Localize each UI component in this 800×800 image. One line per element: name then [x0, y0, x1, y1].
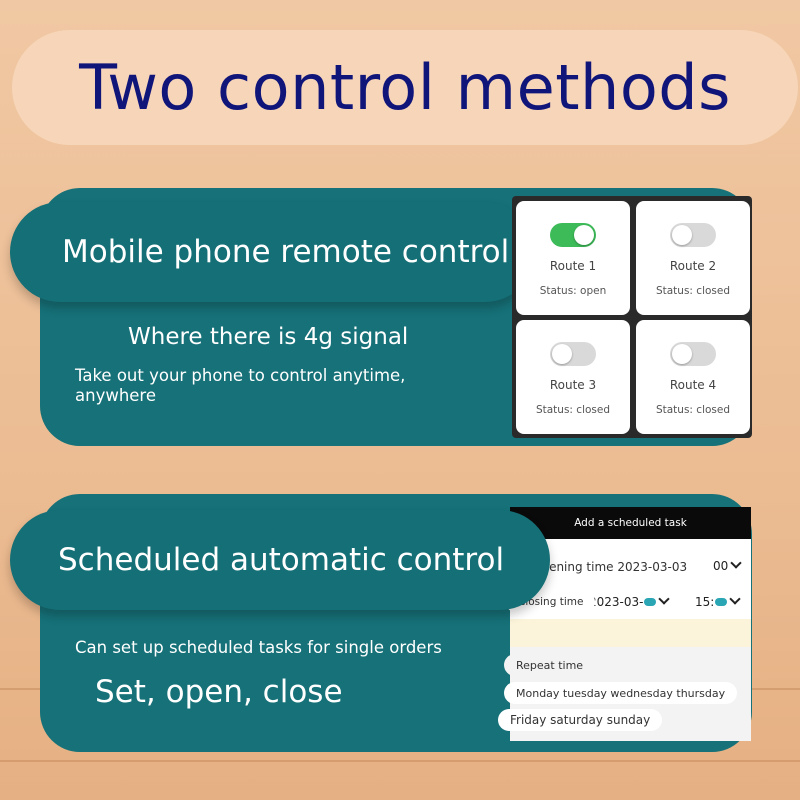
opening-time-text: Opening time 2023-03-03 — [532, 560, 688, 574]
chevron-down-icon — [658, 593, 671, 605]
weekdays-text: Monday tuesday wednesday thursday — [516, 686, 726, 700]
weekend-option[interactable]: Friday saturday sunday — [498, 709, 663, 731]
closing-date-select[interactable]: 2023-03- — [589, 593, 671, 609]
opening-time-label: Opening time 2023-03-03 — [520, 556, 700, 578]
opening-hour-value: 00 — [713, 559, 729, 573]
toggle-knob — [672, 344, 692, 364]
route-status: Status: closed — [655, 285, 731, 297]
route-2-toggle[interactable] — [670, 223, 716, 247]
route-3-toggle[interactable] — [550, 342, 596, 366]
route-label: Route 4 — [669, 378, 717, 392]
scheduled-control-heading-text: Scheduled automatic control — [58, 542, 505, 578]
toggle-knob — [574, 225, 594, 245]
closing-date-value: 2023-03- — [589, 595, 644, 609]
route-grid: Route 1 Status: open Route 2 Status: clo… — [512, 196, 752, 438]
title-banner: Two control methods — [12, 30, 798, 145]
route-status: Status: closed — [535, 404, 611, 416]
signal-subheading: Where there is 4g signal — [128, 324, 409, 350]
route-label: Route 1 — [549, 259, 597, 273]
schedule-header: Add a scheduled task — [510, 507, 751, 539]
opening-hour-select[interactable]: 00 — [713, 557, 742, 573]
chevron-down-icon — [729, 593, 741, 605]
route-label: Route 2 — [669, 259, 717, 273]
route-card-2[interactable]: Route 2 Status: closed — [636, 201, 750, 315]
schedule-description: Can set up scheduled tasks for single or… — [75, 638, 442, 657]
chevron-down-icon — [730, 557, 742, 569]
route-4-toggle[interactable] — [670, 342, 716, 366]
floor-line — [0, 760, 800, 762]
closing-time-text: Closing time — [518, 596, 584, 608]
route-card-4[interactable]: Route 4 Status: closed — [636, 320, 750, 434]
obscured-value — [715, 598, 728, 606]
obscured-value — [644, 598, 657, 606]
route-label: Route 3 — [549, 378, 597, 392]
route-1-toggle[interactable] — [550, 223, 596, 247]
route-card-3[interactable]: Route 3 Status: closed — [516, 320, 630, 434]
repeat-time-label: Repeat time — [504, 654, 596, 676]
schedule-subheading: Set, open, close — [95, 674, 343, 710]
route-status: Status: open — [539, 285, 607, 297]
closing-hour-select[interactable]: 15: — [695, 593, 741, 609]
remote-description: Take out your phone to control anytime, … — [75, 366, 406, 405]
toggle-knob — [552, 344, 572, 364]
repeat-time-text: Repeat time — [516, 658, 584, 672]
weekend-text: Friday saturday sunday — [510, 713, 651, 727]
scheduled-control-heading: Scheduled automatic control — [10, 510, 550, 610]
toggle-knob — [672, 225, 692, 245]
page-title: Two control methods — [79, 51, 731, 124]
highlight-band — [510, 619, 751, 647]
route-status: Status: closed — [655, 404, 731, 416]
remote-control-heading: Mobile phone remote control — [10, 202, 535, 302]
remote-control-heading-text: Mobile phone remote control — [62, 234, 510, 270]
closing-hour-value: 15: — [695, 595, 715, 609]
schedule-header-text: Add a scheduled task — [574, 517, 687, 529]
route-card-1[interactable]: Route 1 Status: open — [516, 201, 630, 315]
weekdays-option[interactable]: Monday tuesday wednesday thursday — [504, 682, 738, 704]
